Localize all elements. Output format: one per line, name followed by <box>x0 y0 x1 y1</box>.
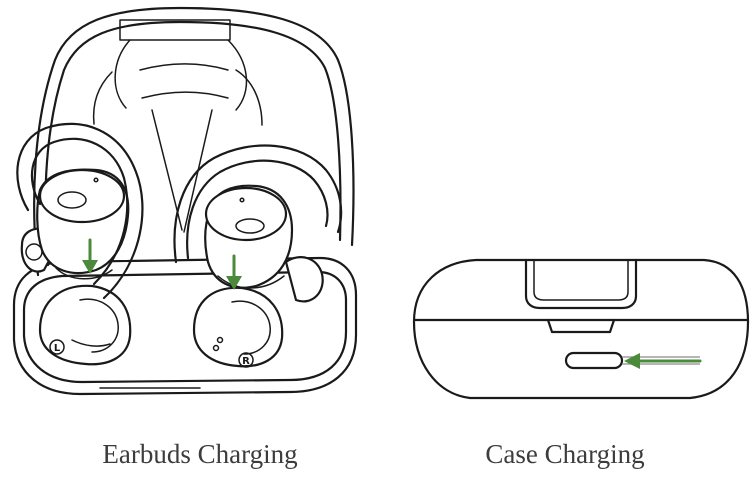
case-charging-caption: Case Charging <box>485 439 645 469</box>
usb-c-port <box>564 351 624 370</box>
left-charging-slot: L <box>38 284 132 366</box>
arrow-left-icon <box>624 353 702 369</box>
right-earbud <box>173 144 343 303</box>
earbuds-charging-caption: Earbuds Charging <box>102 439 298 469</box>
left-earbud <box>16 122 144 300</box>
arrow-down-icon <box>82 238 98 274</box>
arrow-down-icon <box>226 254 242 290</box>
earbuds-case-illustration: L R <box>12 6 358 396</box>
right-charging-slot: R <box>192 286 284 368</box>
closed-case-illustration <box>412 258 750 400</box>
left-slot-label: L <box>54 343 61 354</box>
right-slot-label: R <box>242 356 250 367</box>
